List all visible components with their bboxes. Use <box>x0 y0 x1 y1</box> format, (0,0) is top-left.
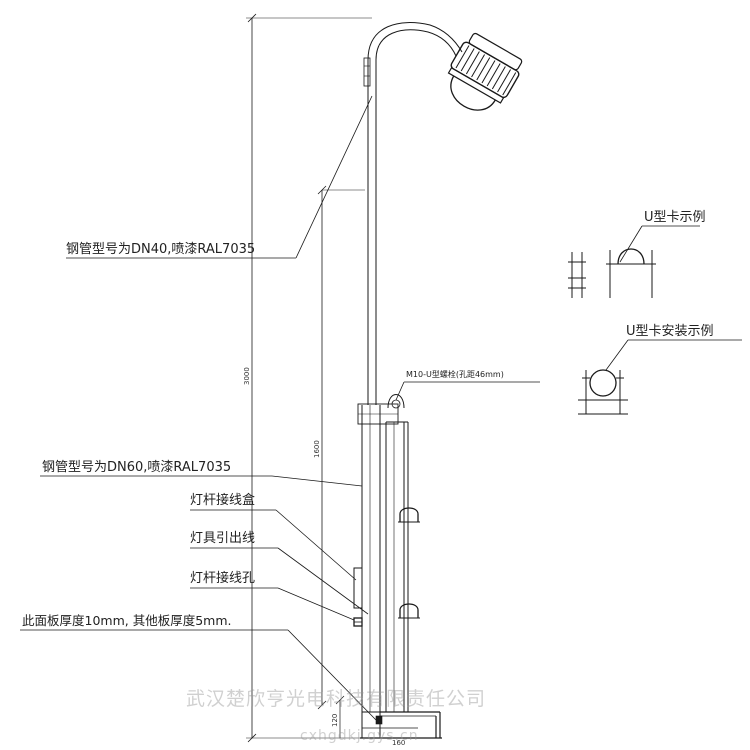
mounting-plate <box>385 421 409 712</box>
dim-lower-height: 1600 <box>313 440 321 458</box>
label-plate-thickness: 此面板厚度10mm, 其他板厚度5mm. <box>22 613 232 628</box>
dimension-total-height <box>246 13 380 743</box>
watermark-company: 武汉楚欣亨光电科技有限责任公司 <box>186 688 487 710</box>
dim-base-width: 160 <box>392 739 406 747</box>
leader-wiring-hole <box>190 587 355 621</box>
leader-plate-thickness <box>20 629 377 721</box>
leader-lead-wire <box>190 547 369 615</box>
leader-dn60 <box>40 475 363 487</box>
label-dn40: 钢管型号为DN40,喷漆RAL7035 <box>66 242 256 257</box>
watermark-site: cxhgdkj.gys.cn <box>300 728 419 744</box>
label-lead-wire: 灯具引出线 <box>190 531 256 546</box>
junction-box <box>353 567 363 609</box>
dimension-base-height <box>335 695 345 738</box>
leader-junction-box <box>190 509 357 581</box>
wiring-hole <box>353 617 363 627</box>
label-wiring-hole: 灯杆接线孔 <box>190 571 256 586</box>
lower-pole-dn60 <box>357 403 399 712</box>
leader-u-clamp-example <box>619 225 700 263</box>
leader-ubolt <box>395 381 540 401</box>
dim-total-height: 3000 <box>243 367 251 385</box>
label-u-clamp-install: U型卡安装示例 <box>626 324 714 339</box>
leader-dn40 <box>66 95 373 259</box>
label-ubolt: M10-U型螺栓(孔距46mm) <box>406 370 504 379</box>
pole-u-bolt-low <box>398 603 420 619</box>
u-clamp-install <box>578 369 628 415</box>
upper-pole-dn40 <box>363 57 377 405</box>
dim-base-height: 120 <box>331 713 339 727</box>
label-junction-box: 灯杆接线盒 <box>190 493 256 508</box>
leader-u-clamp-install <box>605 339 742 371</box>
dimension-lower-height <box>317 185 365 710</box>
pole-u-bolt-mid <box>398 507 420 523</box>
lamp-head <box>447 32 523 111</box>
u-clamp-example <box>568 248 656 298</box>
base-plate <box>360 711 442 739</box>
curved-arm <box>367 22 463 61</box>
pole-u-bolt-top <box>387 394 405 409</box>
label-u-clamp-example: U型卡示例 <box>644 210 706 225</box>
label-dn60: 钢管型号为DN60,喷漆RAL7035 <box>42 460 232 475</box>
